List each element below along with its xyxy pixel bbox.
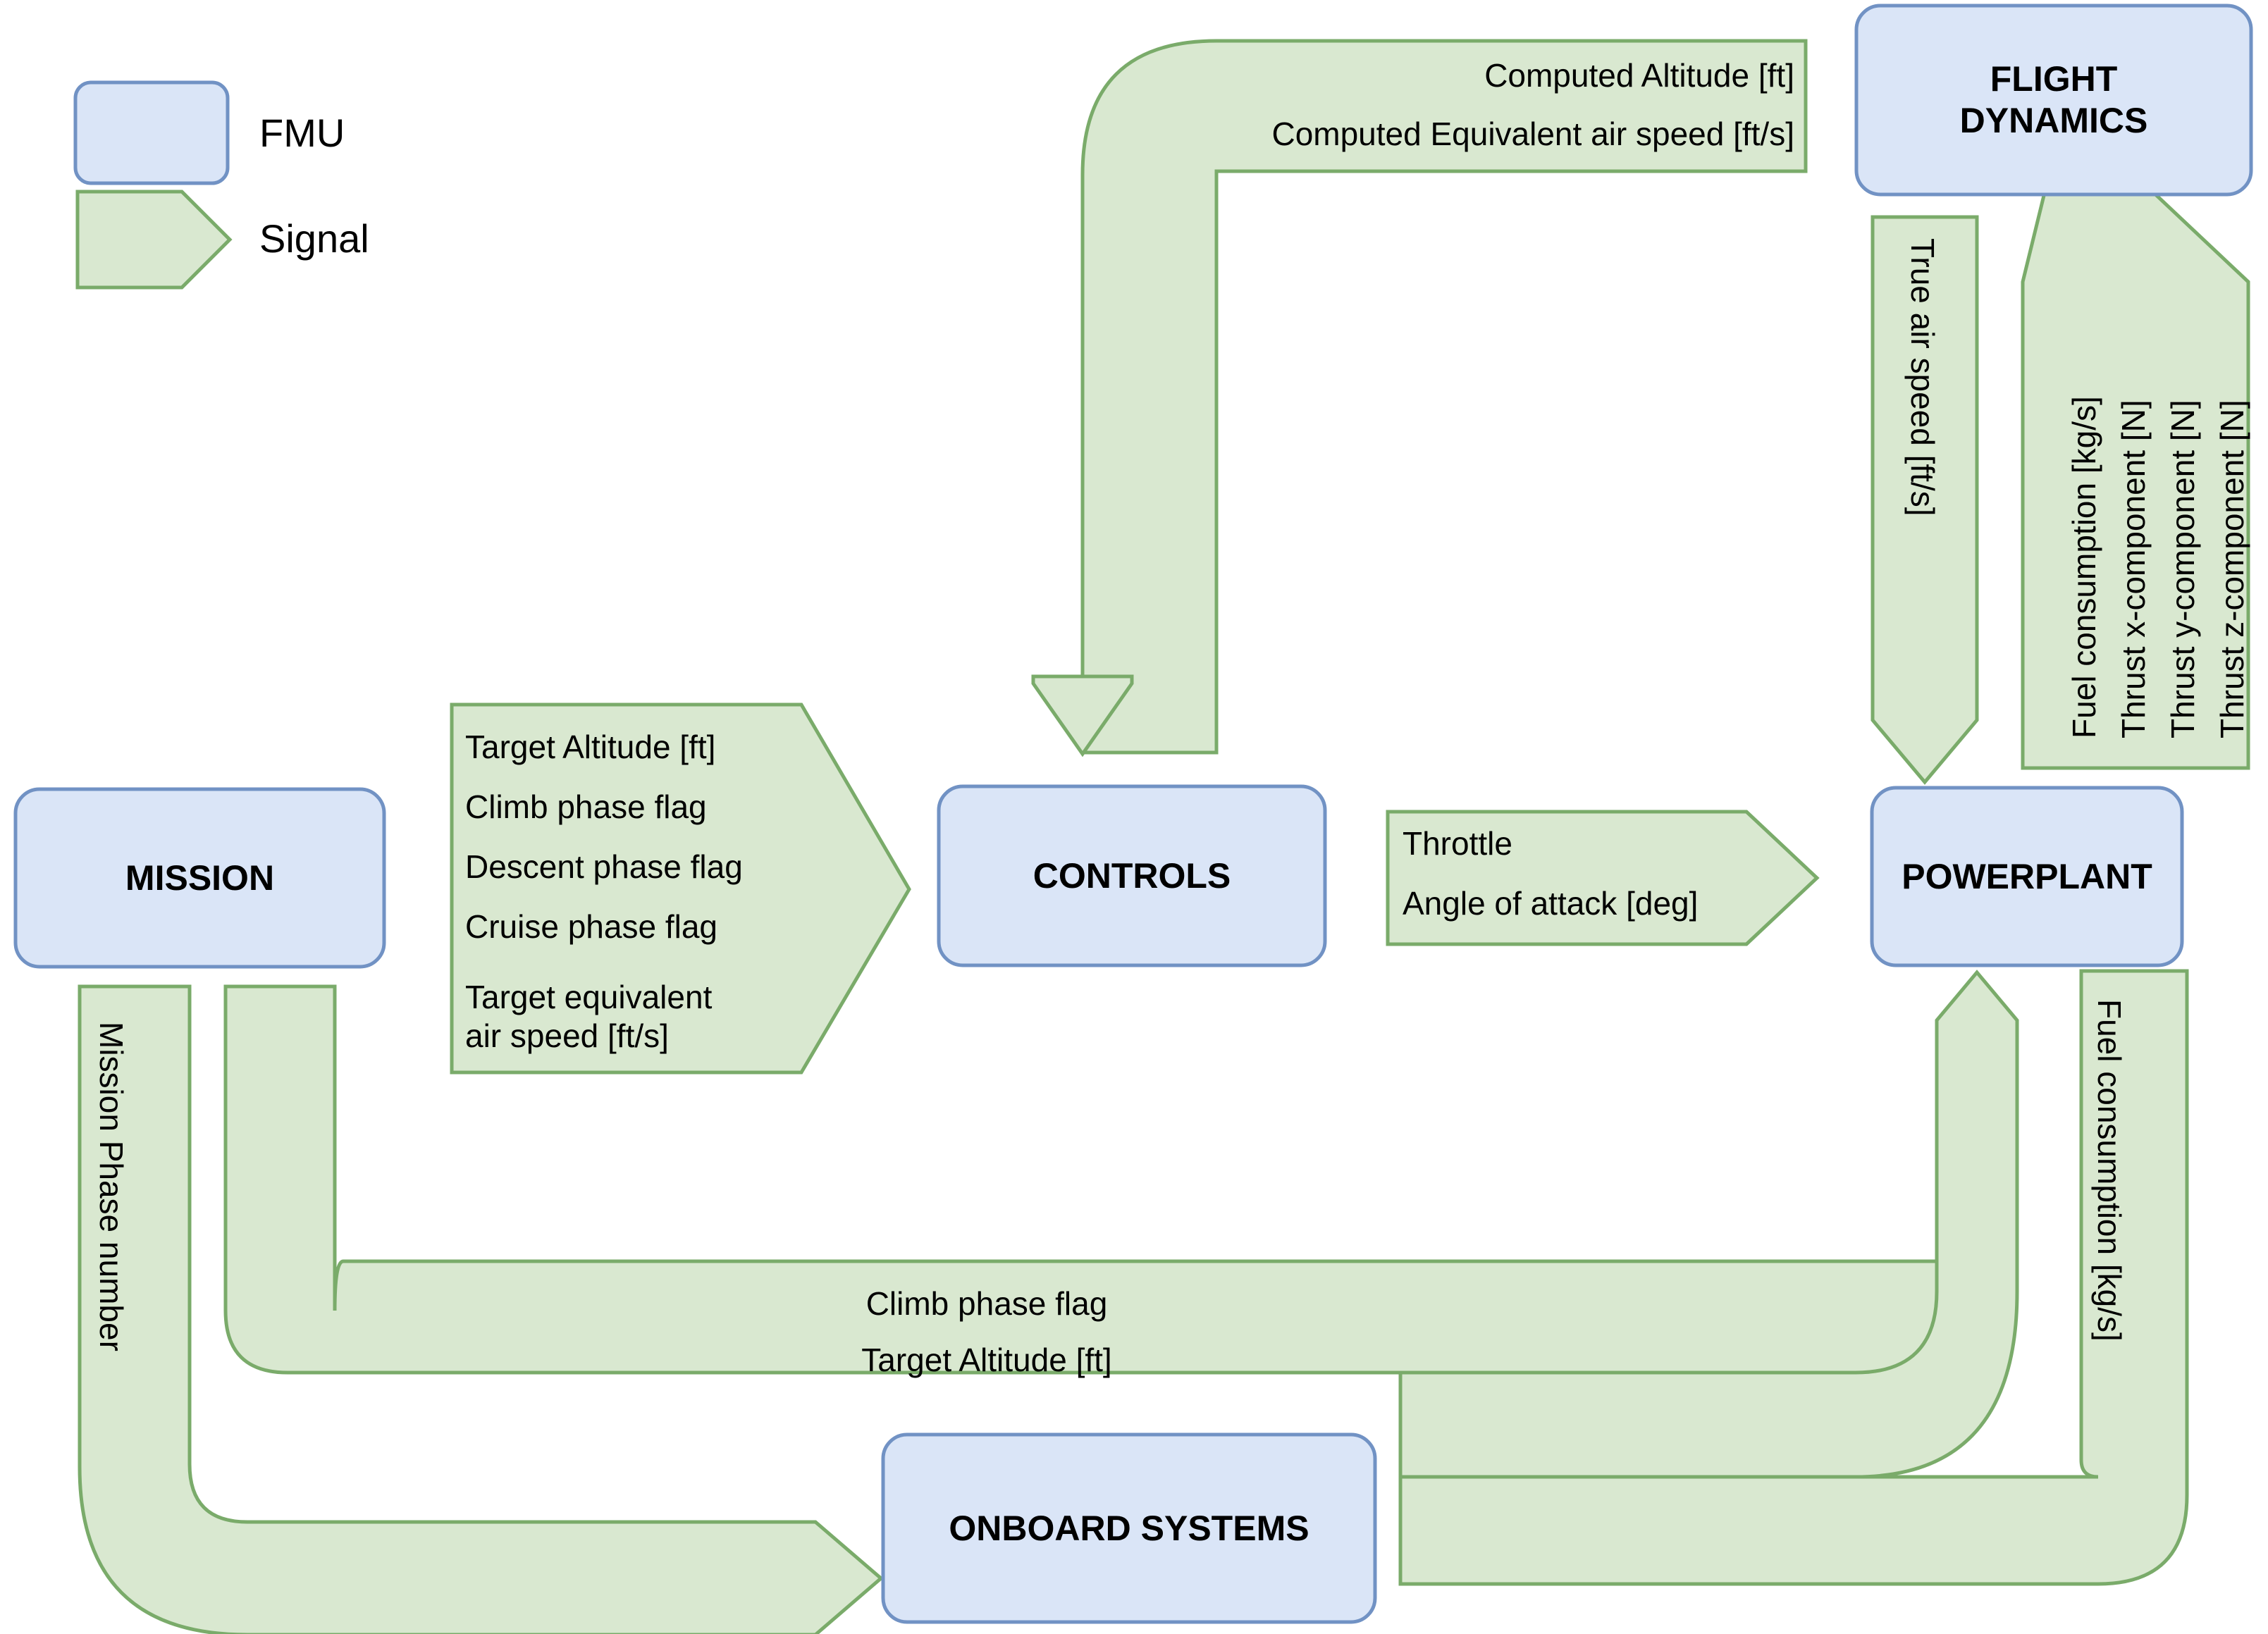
- signal-label-fd-controls-1: Computed Altitude [ft]: [1484, 57, 1794, 94]
- signal-label-pp-fd-4: Thrust z-component [N]: [2214, 400, 2250, 738]
- signal-mission-to-controls: [450, 703, 911, 1075]
- signal-label-mission-controls-6: air speed [ft/s]: [465, 1017, 669, 1054]
- node-controls-box[interactable]: [937, 784, 1327, 967]
- signal-flightdynamics-to-powerplant: [1871, 215, 1979, 785]
- legend-label-fmu: FMU: [259, 111, 345, 155]
- signal-label-mission-controls-2: Climb phase flag: [465, 788, 707, 825]
- signal-flightdynamics-to-controls: [1080, 39, 1808, 755]
- signal-powerplant-to-flightdynamics: [2021, 106, 2250, 770]
- signal-onboardsystems-to-mission: [223, 984, 1939, 1375]
- signal-label-controls-powerplant-1: Throttle: [1403, 825, 1512, 862]
- signal-label-mission-controls-4: Cruise phase flag: [465, 908, 717, 945]
- node-powerplant-box[interactable]: [1870, 786, 2184, 967]
- signal-label-onboard-mission-1: Climb phase flag: [865, 1285, 1108, 1322]
- signal-label-mission-controls-1: Target Altitude [ft]: [465, 729, 716, 765]
- signal-onboardsystems-to-powerplant: [1398, 970, 2019, 1479]
- signal-label-mission-controls-5: Target equivalent: [465, 979, 713, 1015]
- signal-fd-controls-arrowhead: [1031, 674, 1134, 757]
- signal-label-mission-controls-3: Descent phase flag: [465, 848, 743, 885]
- node-flightdynamics-box[interactable]: [1854, 4, 2253, 197]
- legend-label-signal: Signal: [259, 216, 369, 261]
- node-mission-box[interactable]: [13, 787, 386, 969]
- signal-controls-to-powerplant: [1386, 810, 1820, 946]
- signal-label-onboard-mission-2: Target Altitude [ft]: [861, 1342, 1112, 1378]
- legend-fmu-swatch: [73, 80, 230, 185]
- signal-label-pp-fd-2: Thrust x-component [N]: [2115, 400, 2152, 738]
- signal-label-mission-onboard-1: Mission Phase number: [93, 1022, 130, 1351]
- node-onboardsystems-box[interactable]: [881, 1432, 1377, 1624]
- legend-signal-swatch: [75, 190, 233, 290]
- signal-label-pp-fd-3: Thrust y-component [N]: [2164, 400, 2201, 738]
- signal-label-pp-fd-1: Fuel consumption [kg/s]: [2066, 396, 2102, 738]
- signal-mission-to-onboardsystems: [78, 984, 884, 1634]
- signal-label-fd-controls-2: Computed Equivalent air speed [ft/s]: [1271, 116, 1794, 152]
- signal-label-controls-powerplant-2: Angle of attack [deg]: [1403, 885, 1699, 922]
- signal-powerplant-to-onboardsystems: [1398, 969, 2189, 1586]
- signal-label-powerplant-onboard-1: Fuel consumption [kg/s]: [2091, 999, 2128, 1342]
- signal-label-fd-powerplant-1: True air speed [ft/s]: [1904, 238, 1941, 516]
